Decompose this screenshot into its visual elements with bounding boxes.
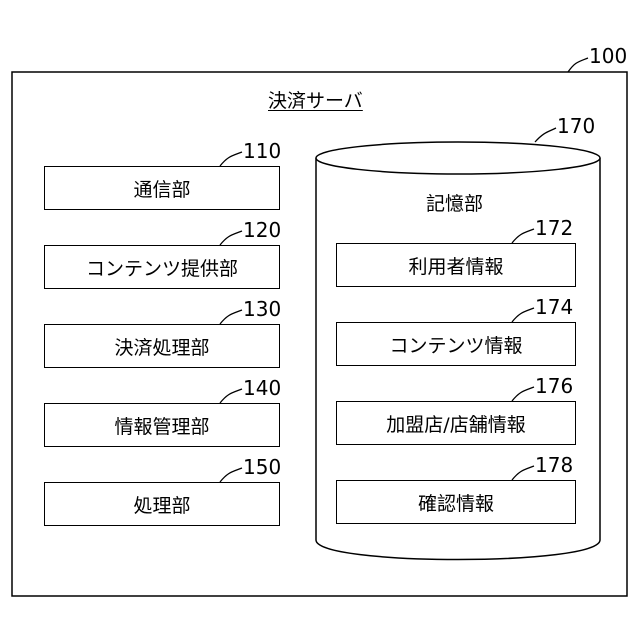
ref-174: 174: [535, 297, 573, 317]
leader-140: [220, 389, 242, 403]
storage-item-user-info: 利用者情報: [336, 243, 576, 287]
leader-120: [220, 231, 242, 245]
storage-item-user-info-label: 利用者情報: [408, 252, 503, 279]
leader-130: [220, 310, 242, 324]
server-title: 決済サーバ: [268, 86, 363, 113]
unit-info-management-label: 情報管理部: [114, 412, 209, 439]
ref-176: 176: [535, 376, 573, 396]
unit-info-management: 情報管理部: [44, 403, 280, 447]
ref-110: 110: [243, 141, 281, 161]
storage-item-confirmation-info-label: 確認情報: [418, 489, 494, 516]
ref-170: 170: [557, 116, 595, 136]
leader-110: [220, 152, 242, 166]
ref-150: 150: [243, 457, 281, 477]
ref-130: 130: [243, 299, 281, 319]
unit-processing-label: 処理部: [133, 491, 190, 518]
ref-100: 100: [589, 46, 627, 66]
unit-communication: 通信部: [44, 166, 280, 210]
unit-payment-processing-label: 決済処理部: [114, 333, 209, 360]
unit-processing: 処理部: [44, 482, 280, 526]
unit-communication-label: 通信部: [133, 175, 190, 202]
leader-170: [535, 128, 556, 142]
ref-140: 140: [243, 378, 281, 398]
unit-payment-processing: 決済処理部: [44, 324, 280, 368]
unit-content-provider: コンテンツ提供部: [44, 245, 280, 289]
storage-item-content-info: コンテンツ情報: [336, 322, 576, 366]
storage-item-merchant-store-info-label: 加盟店/店舗情報: [386, 410, 525, 437]
storage-item-confirmation-info: 確認情報: [336, 480, 576, 524]
storage-label: 記憶部: [426, 189, 483, 216]
leader-150: [220, 468, 242, 482]
storage-item-merchant-store-info: 加盟店/店舗情報: [336, 401, 576, 445]
leader-100: [568, 58, 588, 72]
ref-172: 172: [535, 218, 573, 238]
ref-178: 178: [535, 455, 573, 475]
storage-item-content-info-label: コンテンツ情報: [389, 331, 522, 358]
ref-120: 120: [243, 220, 281, 240]
unit-content-provider-label: コンテンツ提供部: [86, 254, 238, 281]
